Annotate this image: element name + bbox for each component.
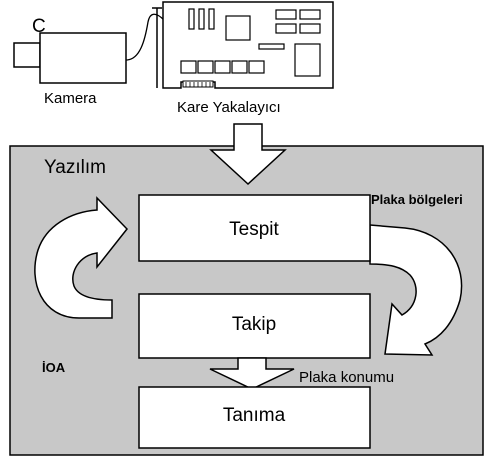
input-down-arrow xyxy=(209,123,287,186)
camera-label: Kamera xyxy=(44,90,97,107)
plate-position-label: Plaka konumu xyxy=(299,369,394,386)
camera-icon xyxy=(13,13,165,84)
roi-label: İOA xyxy=(42,360,66,375)
frame-grabber-label: Kare Yakalayıcı xyxy=(177,99,281,116)
track-label: Takip xyxy=(232,314,276,335)
detect-box xyxy=(138,194,371,262)
frame-grabber-card-icon xyxy=(152,1,334,89)
plate-regions-label: Plaka bölgeleri xyxy=(371,192,463,207)
software-title: Yazılım xyxy=(44,157,106,178)
right-loop-arrow xyxy=(369,224,463,356)
track-to-recognize-arrow xyxy=(209,357,295,390)
left-loop-arrow xyxy=(34,196,128,319)
recognize-label: Tanıma xyxy=(223,405,286,426)
track-box xyxy=(138,293,371,359)
recognize-box xyxy=(138,386,371,449)
camera-letter: C xyxy=(32,16,46,37)
detect-label: Tespit xyxy=(229,219,279,240)
